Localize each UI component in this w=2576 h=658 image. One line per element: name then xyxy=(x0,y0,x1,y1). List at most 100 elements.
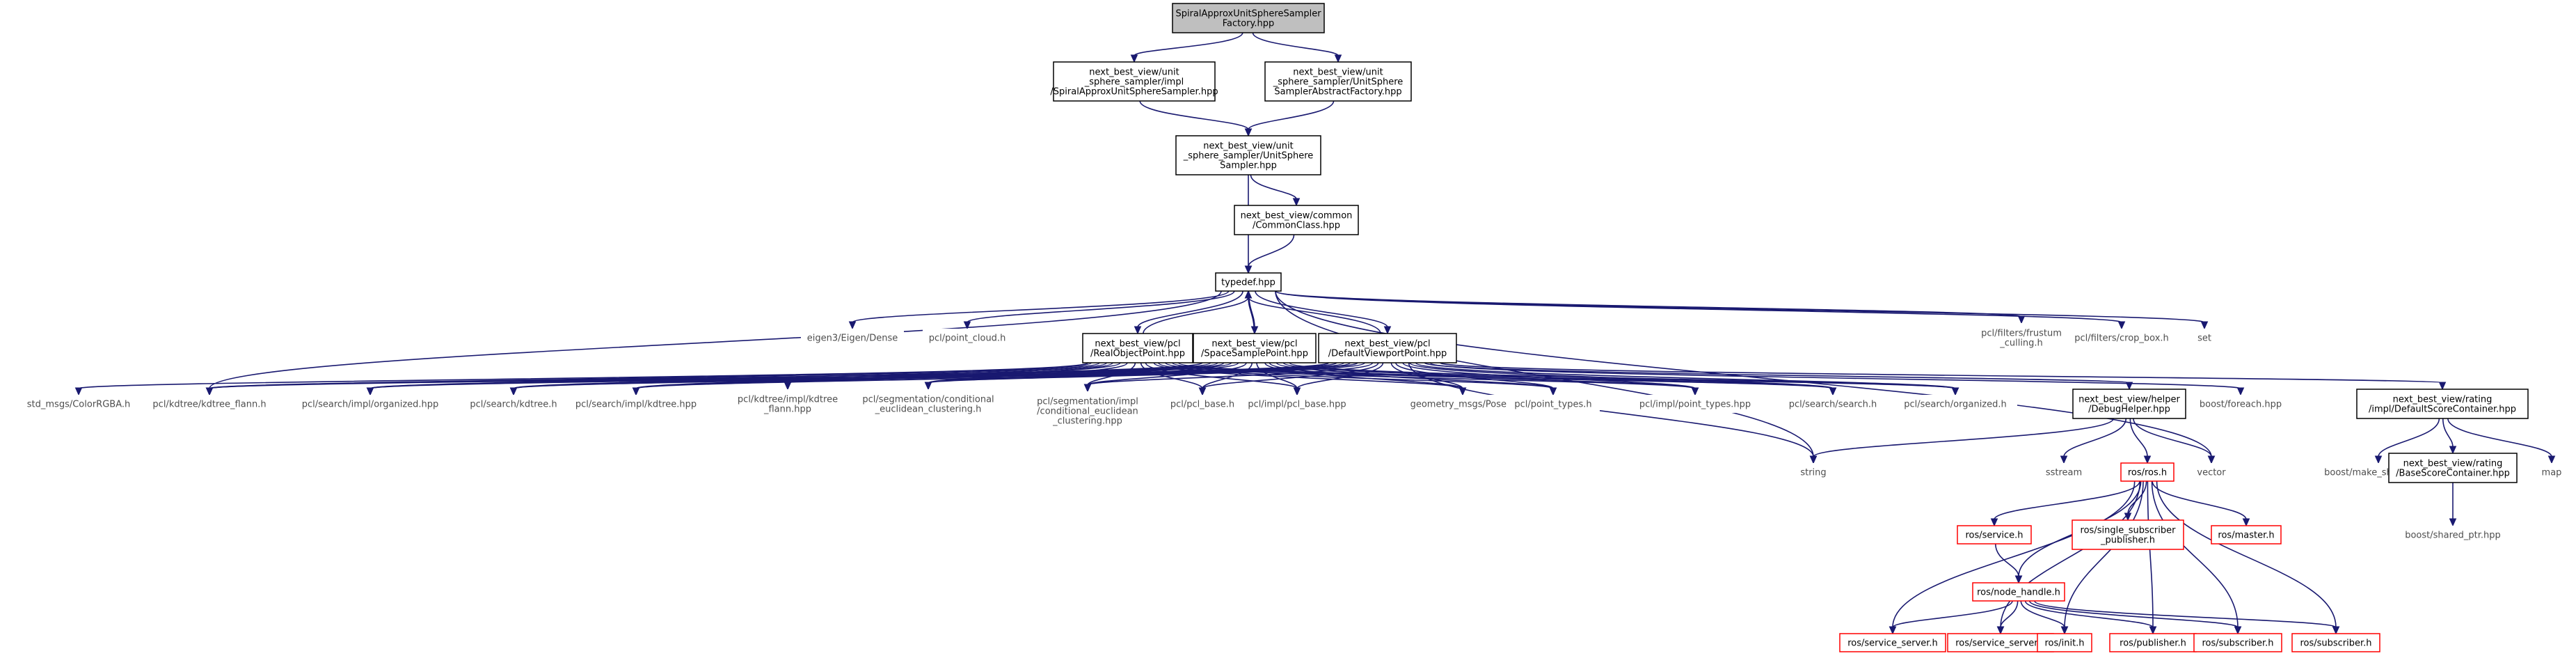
node-srvserver1[interactable]: ros/service_server.h xyxy=(1839,633,1946,652)
node-box-rosservice[interactable] xyxy=(1957,525,2032,545)
node-pointtypes[interactable]: pcl/point_types.h xyxy=(1506,395,1600,413)
node-pclbaseimpl[interactable]: pcl/impl/pcl_base.hpp xyxy=(1236,395,1358,413)
node-srvserver2[interactable]: ros/service_server.h xyxy=(1947,633,2054,652)
node-box-vector[interactable] xyxy=(2192,463,2231,481)
node-spacesample[interactable]: next_best_view/pcl/SpaceSamplePoint.hpp xyxy=(1193,333,1317,363)
node-box-rosinit[interactable] xyxy=(2037,633,2092,652)
node-defvp[interactable]: next_best_view/pcl/DefaultViewportPoint.… xyxy=(1318,333,1457,363)
node-kdflann[interactable]: pcl/kdtree/kdtree_flann.h xyxy=(143,395,276,413)
node-box-debughelper[interactable] xyxy=(2072,389,2186,419)
node-absfact[interactable]: next_best_view/unit_sphere_sampler/UnitS… xyxy=(1264,61,1412,102)
node-box-subscriber1[interactable] xyxy=(2193,633,2282,652)
node-common[interactable]: next_best_view/common/CommonClass.hpp xyxy=(1234,205,1359,235)
node-pose[interactable]: geometry_msgs/Pose.h xyxy=(1404,395,1522,413)
node-map[interactable]: map xyxy=(2538,463,2566,481)
node-nodehandle[interactable]: ros/node_handle.h xyxy=(1972,582,2065,602)
node-publisher[interactable]: ros/publisher.h xyxy=(2109,633,2197,652)
node-box-kdimpl[interactable] xyxy=(571,395,701,413)
node-box-uss[interactable] xyxy=(1175,135,1321,175)
node-rosmaster[interactable]: ros/master.h xyxy=(2211,525,2282,545)
node-box-set[interactable] xyxy=(2190,329,2219,347)
node-subscriber2[interactable]: ros/subscriber.h xyxy=(2291,633,2380,652)
node-pointtypesimpl[interactable]: pcl/impl/point_types.hpp xyxy=(1629,395,1761,413)
node-box-pointtypesimpl[interactable] xyxy=(1629,395,1761,413)
node-segcondimpl[interactable]: pcl/segmentation/impl/conditional_euclid… xyxy=(1021,391,1154,430)
node-box-singlesub[interactable] xyxy=(2072,519,2184,550)
node-box-absfact[interactable] xyxy=(1264,61,1412,102)
node-rosh[interactable]: ros/ros.h xyxy=(2120,462,2175,482)
node-box-pose[interactable] xyxy=(1404,395,1522,413)
dependency-edge-defvp-to-segcond xyxy=(928,362,1365,384)
node-box-rosh[interactable] xyxy=(2120,462,2175,482)
node-box-foreach[interactable] xyxy=(2193,395,2288,413)
node-kdimpl[interactable]: pcl/search/impl/kdtree.hpp xyxy=(571,395,701,413)
node-rosinit[interactable]: ros/init.h xyxy=(2037,633,2092,652)
node-box-orgimpl[interactable] xyxy=(298,395,443,413)
node-rosservice[interactable]: ros/service.h xyxy=(1957,525,2032,545)
node-defscore[interactable]: next_best_view/rating/impl/DefaultScoreC… xyxy=(2356,389,2529,419)
node-box-publisher[interactable] xyxy=(2109,633,2197,652)
node-colorrgba[interactable]: std_msgs/ColorRGBA.h xyxy=(20,395,137,413)
node-box-search[interactable] xyxy=(1779,395,1887,413)
node-box-frustum[interactable] xyxy=(1973,323,2070,352)
node-spiral[interactable]: next_best_view/unit_sphere_sampler/impl/… xyxy=(1050,61,1218,102)
node-box-pointcloud[interactable] xyxy=(923,329,1012,347)
node-box-defscore[interactable] xyxy=(2356,389,2529,419)
node-box-srvserver1[interactable] xyxy=(1839,633,1946,652)
node-box-eigen[interactable] xyxy=(801,329,904,347)
node-box-string[interactable] xyxy=(1792,463,1834,481)
node-box-rosmaster[interactable] xyxy=(2211,525,2282,545)
node-box-sharedptr[interactable] xyxy=(2395,526,2511,544)
node-segcond[interactable]: pcl/segmentation/conditional_euclidean_c… xyxy=(850,389,1006,418)
node-box-common[interactable] xyxy=(1234,205,1359,235)
node-debughelper[interactable]: next_best_view/helper/DebugHelper.hpp xyxy=(2072,389,2186,419)
node-box-nodehandle[interactable] xyxy=(1972,582,2065,602)
node-frustum[interactable]: pcl/filters/frustum_culling.h xyxy=(1973,323,2070,352)
node-box-kdflann[interactable] xyxy=(143,395,276,413)
node-organized[interactable]: pcl/search/organized.h xyxy=(1893,395,2017,413)
node-box-pointtypes[interactable] xyxy=(1506,395,1600,413)
node-typedef[interactable]: typedef.hpp xyxy=(1215,272,1282,292)
node-search[interactable]: pcl/search/search.h xyxy=(1779,395,1887,413)
node-box-map[interactable] xyxy=(2538,463,2566,481)
node-sharedptr[interactable]: boost/shared_ptr.hpp xyxy=(2395,526,2511,544)
node-uss[interactable]: next_best_view/unit_sphere_sampler/UnitS… xyxy=(1175,135,1321,175)
node-foreach[interactable]: boost/foreach.hpp xyxy=(2193,395,2288,413)
node-box-cropbox[interactable] xyxy=(2070,329,2173,347)
node-kdflannimpl[interactable]: pcl/kdtree/impl/kdtree_flann.hpp xyxy=(726,389,850,418)
node-vector[interactable]: vector xyxy=(2192,463,2231,481)
node-box-segcondimpl[interactable] xyxy=(1021,391,1154,430)
node-box-sstream[interactable] xyxy=(2040,463,2088,481)
node-pclbase[interactable]: pcl/pcl_base.h xyxy=(1161,395,1244,413)
node-box-typedef[interactable] xyxy=(1215,272,1282,292)
node-subscriber1[interactable]: ros/subscriber.h xyxy=(2193,633,2282,652)
node-basescore[interactable]: next_best_view/rating/BaseScoreContainer… xyxy=(2388,453,2518,483)
node-string[interactable]: string xyxy=(1792,463,1834,481)
node-searchkd[interactable]: pcl/search/kdtree.h xyxy=(462,395,565,413)
node-pointcloud[interactable]: pcl/point_cloud.h xyxy=(923,329,1012,347)
node-box-pclbaseimpl[interactable] xyxy=(1236,395,1358,413)
node-box-spiral[interactable] xyxy=(1053,61,1216,102)
node-box-srvserver2[interactable] xyxy=(1947,633,2054,652)
node-box-basescore[interactable] xyxy=(2388,453,2518,483)
dependency-edge-spacesample-to-pclbase xyxy=(1202,362,1253,389)
node-box-searchkd[interactable] xyxy=(462,395,565,413)
node-box-organized[interactable] xyxy=(1893,395,2017,413)
node-sstream[interactable]: sstream xyxy=(2040,463,2088,481)
node-box-kdflannimpl[interactable] xyxy=(726,389,850,418)
node-box-root[interactable] xyxy=(1172,3,1325,33)
node-cropbox[interactable]: pcl/filters/crop_box.h xyxy=(2070,329,2173,347)
node-set[interactable]: set xyxy=(2190,329,2219,347)
node-orgimpl[interactable]: pcl/search/impl/organized.hpp xyxy=(298,395,443,413)
node-box-defvp[interactable] xyxy=(1318,333,1457,363)
node-box-segcond[interactable] xyxy=(850,389,1006,418)
node-eigen[interactable]: eigen3/Eigen/Dense xyxy=(801,329,904,347)
node-box-pclbase[interactable] xyxy=(1161,395,1244,413)
node-singlesub[interactable]: ros/single_subscriber_publisher.h xyxy=(2072,519,2184,550)
node-box-subscriber2[interactable] xyxy=(2291,633,2380,652)
node-box-realobj[interactable] xyxy=(1082,333,1193,363)
node-realobj[interactable]: next_best_view/pcl/RealObjectPoint.hpp xyxy=(1082,333,1193,363)
node-box-colorrgba[interactable] xyxy=(20,395,137,413)
node-box-spacesample[interactable] xyxy=(1193,333,1317,363)
